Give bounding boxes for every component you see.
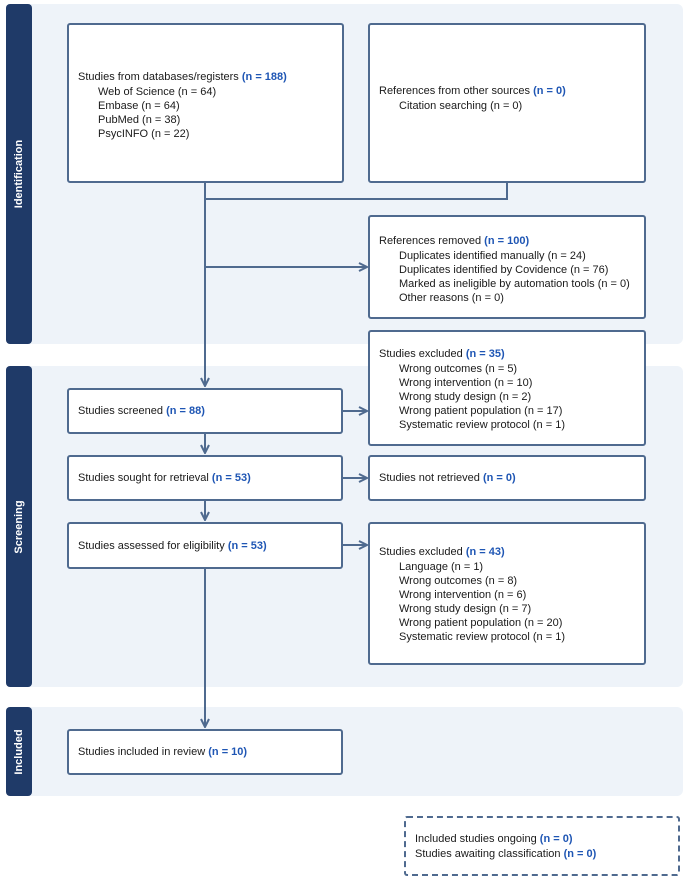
identification-label: Identification <box>6 4 32 344</box>
list-item: Wrong intervention (n = 6) <box>399 589 527 601</box>
databases-box: Studies from databases/registers (n = 18… <box>67 23 344 183</box>
other-sources-title: References from other sources <box>379 85 531 97</box>
included-count: (n = 10) <box>208 746 248 758</box>
list-item: Duplicates identified by Covidence (n = … <box>399 264 609 276</box>
list-item: Marked as ineligible by automation tools… <box>399 278 630 290</box>
references-removed-box: References removed (n = 100) Duplicates … <box>368 215 646 319</box>
list-item: Systematic review protocol (n = 1) <box>399 631 565 643</box>
awaiting-count: (n = 0) <box>563 848 597 860</box>
excluded-screening-box: Studies excluded (n = 35) Wrong outcomes… <box>368 330 646 446</box>
included-title: Studies included in review <box>78 746 206 758</box>
eligibility-count: (n = 53) <box>227 540 267 552</box>
list-item: Web of Science (n = 64) <box>98 86 217 98</box>
databases-title: Studies from databases/registers <box>78 71 239 83</box>
list-item: Citation searching (n = 0) <box>399 100 523 112</box>
list-item: Wrong study design (n = 7) <box>399 603 532 615</box>
databases-count: (n = 188) <box>241 71 287 83</box>
list-item: PubMed (n = 38) <box>98 114 181 126</box>
excluded-screening-title: Studies excluded <box>379 348 463 360</box>
not-retrieved-box: Studies not retrieved (n = 0) <box>368 455 646 501</box>
list-item: Systematic review protocol (n = 1) <box>399 419 565 431</box>
screening-label: Screening <box>6 366 32 687</box>
retrieval-count: (n = 53) <box>211 472 251 484</box>
not-retrieved-count: (n = 0) <box>482 472 516 484</box>
list-item: Wrong outcomes (n = 8) <box>399 575 518 587</box>
other-sources-box: References from other sources (n = 0) Ci… <box>368 23 646 183</box>
list-item: Wrong patient population (n = 20) <box>399 617 563 629</box>
excluded-eligibility-count: (n = 43) <box>465 546 505 558</box>
list-item: Wrong outcomes (n = 5) <box>399 363 518 375</box>
list-item: Duplicates identified manually (n = 24) <box>399 250 586 262</box>
list-item: Other reasons (n = 0) <box>399 292 504 304</box>
excluded-screening-count: (n = 35) <box>465 348 505 360</box>
removed-count: (n = 100) <box>484 235 530 247</box>
list-item: Wrong patient population (n = 17) <box>399 405 563 417</box>
list-item: PsycINFO (n = 22) <box>98 128 190 140</box>
not-retrieved-title: Studies not retrieved <box>379 472 480 484</box>
list-item: Wrong intervention (n = 10) <box>399 377 533 389</box>
list-item: Embase (n = 64) <box>98 100 180 112</box>
excluded-eligibility-box: Studies excluded (n = 43) Language (n = … <box>368 522 646 665</box>
ongoing-box: Included studies ongoing (n = 0) Studies… <box>404 816 680 876</box>
included-box: Studies included in review (n = 10) <box>67 729 343 775</box>
excluded-eligibility-title: Studies excluded <box>379 546 463 558</box>
list-item: Language (n = 1) <box>399 561 484 573</box>
studies-screened-box: Studies screened (n = 88) <box>67 388 343 434</box>
eligibility-box: Studies assessed for eligibility (n = 53… <box>67 522 343 569</box>
screened-count: (n = 88) <box>166 405 205 417</box>
retrieval-title: Studies sought for retrieval <box>78 472 209 484</box>
retrieval-box: Studies sought for retrieval (n = 53) <box>67 455 343 501</box>
eligibility-title: Studies assessed for eligibility <box>78 540 225 552</box>
included-label: Included <box>6 707 32 796</box>
list-item: Wrong study design (n = 2) <box>399 391 532 403</box>
screened-title: Studies screened <box>78 405 163 417</box>
removed-title: References removed <box>379 235 482 247</box>
ongoing-count: (n = 0) <box>539 833 573 845</box>
awaiting-label: Studies awaiting classification <box>415 848 561 860</box>
ongoing-label: Included studies ongoing <box>415 833 537 845</box>
other-sources-count: (n = 0) <box>533 85 566 97</box>
